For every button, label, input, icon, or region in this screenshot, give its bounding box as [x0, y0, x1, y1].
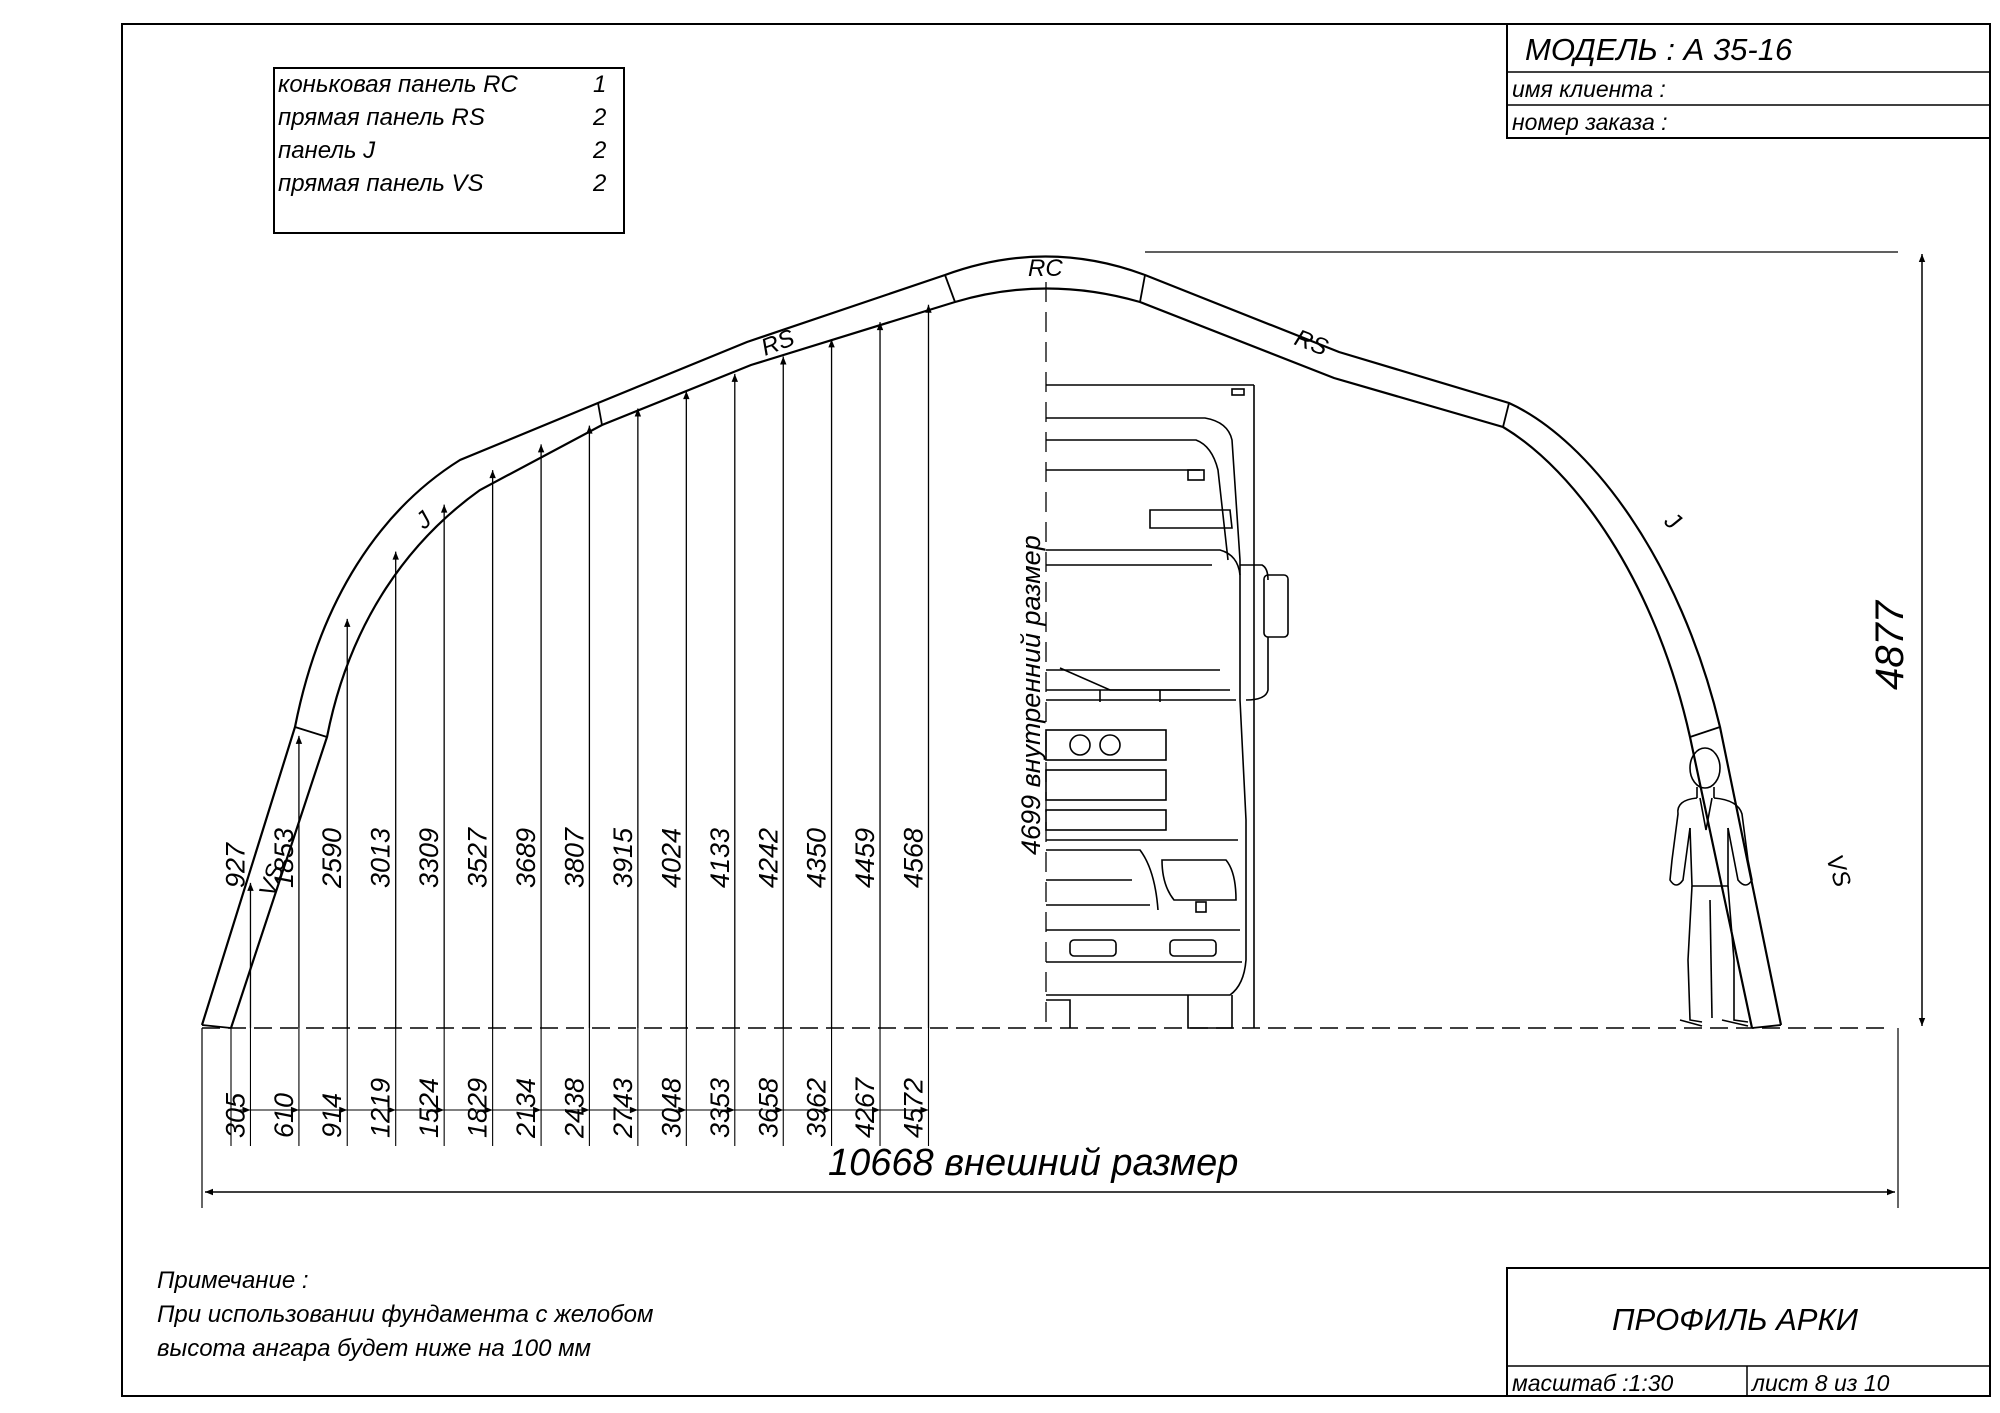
part-4-qty: 2	[592, 170, 606, 197]
height-label: 4877	[1868, 599, 1912, 690]
horizontal-dimension-label: 1524	[414, 1078, 444, 1138]
vertical-dimension-label: 2590	[317, 828, 347, 889]
title-block-top: МОДЕЛЬ : А 35-16 имя клиента : номер зак…	[1506, 23, 1991, 139]
panel-label-rs-left: RS	[757, 324, 798, 361]
note-line-2: высота ангара будет ниже на 100 мм	[157, 1335, 591, 1362]
horizontal-dimension-label: 4267	[850, 1077, 880, 1138]
horizontal-dimension-label: 1219	[366, 1078, 396, 1138]
part-4-name: прямая панель VS	[278, 170, 484, 197]
vertical-dimension-label: 1853	[269, 828, 299, 888]
part-2-qty: 2	[592, 104, 606, 131]
order-label: номер заказа :	[1512, 109, 1668, 135]
vertical-dimension-label: 927	[220, 842, 250, 888]
vertical-dimension-label: 4242	[753, 828, 783, 888]
vertical-dimension-label: 4024	[656, 828, 686, 888]
inner-height-dimension: 4699 внутренний размер	[1016, 282, 1047, 1026]
horizontal-dimension-label: 2438	[559, 1078, 589, 1139]
sheet-frame	[121, 23, 1991, 1397]
outer-width-label: 10668 внешний размер	[828, 1142, 1238, 1184]
horizontal-dimension-label: 305	[220, 1092, 250, 1138]
horizontal-dimension-label: 3353	[705, 1078, 735, 1138]
panel-label-j-right: J	[1658, 506, 1686, 536]
panel-label-rc: RC	[1028, 255, 1063, 282]
sheet-label: лист 8 из 10	[1750, 1370, 1890, 1396]
horizontal-dimension-label: 3048	[656, 1078, 686, 1138]
note-block: Примечание : При использовании фундамент…	[157, 1267, 653, 1362]
inner-height-label: 4699 внутренний размер	[1016, 535, 1046, 855]
horizontal-dimension-label: 2743	[608, 1078, 638, 1139]
vertical-dimension-label: 3309	[414, 828, 444, 888]
height-dimension: 4877	[1868, 254, 1926, 1026]
horizontal-dimension-label: 3962	[802, 1078, 832, 1138]
client-label: имя клиента :	[1512, 76, 1666, 102]
part-3-qty: 2	[592, 137, 606, 164]
arch-inner-line	[229, 287, 1754, 1029]
vertical-dimension-label: 3527	[463, 827, 493, 888]
parts-list: коньковая панель RC 1 прямая панель RS 2…	[273, 67, 625, 234]
outer-width-dimension: 10668 внешний размер	[201, 1028, 1899, 1208]
vertical-dimension-label: 3013	[366, 828, 396, 888]
horizontal-dimension-label: 610	[269, 1093, 299, 1138]
vertical-dimension-label: 3915	[608, 827, 638, 888]
note-line-1: При использовании фундамента с желобом	[157, 1301, 653, 1328]
part-1-name: коньковая панель RC	[278, 71, 518, 98]
vertical-dimension-label: 4568	[898, 828, 928, 888]
model-label: МОДЕЛЬ : А 35-16	[1525, 32, 1793, 67]
title-block-bottom: ПРОФИЛЬ АРКИ масштаб :1:30 лист 8 из 10	[1506, 1267, 1991, 1397]
vertical-dimension-label: 4133	[705, 828, 735, 888]
horizontal-dimension-label: 914	[317, 1093, 347, 1138]
part-2-name: прямая панель RS	[278, 104, 485, 131]
truck-illustration	[1045, 384, 1289, 1029]
arch-outer-line	[200, 255, 1783, 1026]
part-1-qty: 1	[593, 71, 606, 98]
scale-label: масштаб :1:30	[1512, 1370, 1674, 1396]
vertical-dimension-label: 3689	[511, 828, 541, 888]
horizontal-dimension-label: 3658	[753, 1078, 783, 1138]
drawing-title: ПРОФИЛЬ АРКИ	[1612, 1302, 1859, 1337]
note-heading: Примечание :	[157, 1267, 309, 1294]
horizontal-dimension-label: 2134	[511, 1078, 541, 1139]
horizontal-dimension-label: 4572	[898, 1078, 928, 1138]
vertical-dimensions: 927 1853 2590 3013 3309 3527 3689 3807 3915 4024 4…	[220, 304, 932, 1028]
vertical-dimension-label: 3807	[559, 827, 589, 888]
panel-label-vs-right: VS	[1820, 852, 1856, 891]
horizontal-dimension-label: 1829	[463, 1078, 493, 1138]
horizontal-dimensions: 305 610 914 1219 1524 1829 2134 2438 2743 3048 335…	[220, 1028, 930, 1146]
vertical-dimension-label: 4350	[802, 828, 832, 888]
panel-label-rs-right: RS	[1291, 324, 1332, 361]
person-figure	[1669, 747, 1753, 1027]
part-3-name: панель J	[278, 137, 376, 164]
vertical-dimension-label: 4459	[850, 828, 880, 888]
